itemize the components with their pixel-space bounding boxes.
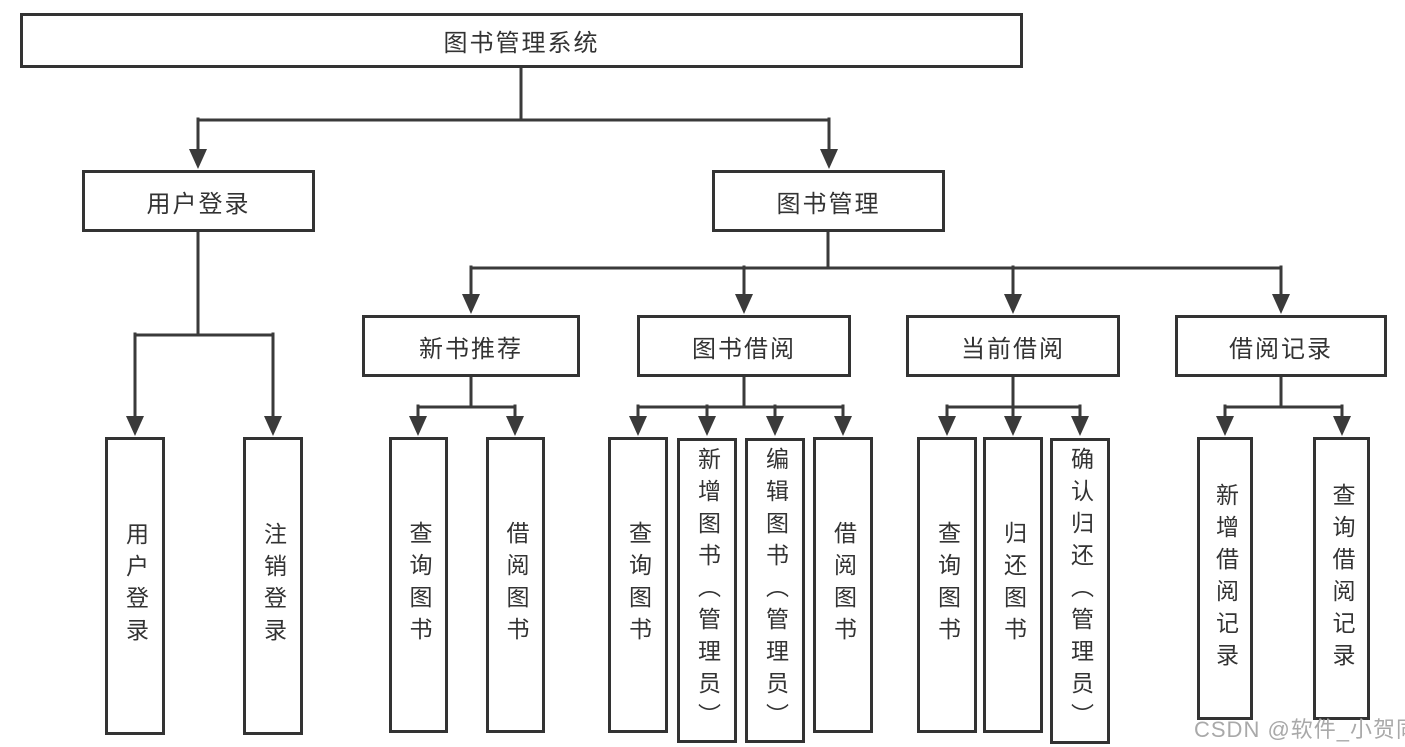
arrowhead-icon [766, 416, 784, 436]
arrowhead-icon [189, 149, 207, 169]
leaf-query-books-current: 查询图书 [917, 437, 977, 733]
arrowhead-icon [1333, 416, 1351, 436]
leaf-borrow-books-recommend: 借阅图书 [486, 437, 545, 733]
node-current-borrow: 当前借阅 [906, 315, 1120, 377]
arrowhead-icon [462, 294, 480, 314]
arrowhead-icon [629, 416, 647, 436]
arrowhead-icon [126, 416, 144, 436]
watermark: CSDN @软件_小贺同学 [1194, 717, 1405, 742]
leaf-edit-book-admin: 编辑图书（管理员） [745, 438, 805, 743]
arrowhead-icon [834, 416, 852, 436]
leaf-query-books-recommend: 查询图书 [389, 437, 448, 733]
leaf-return-book: 归还图书 [983, 437, 1043, 733]
arrowhead-icon [506, 416, 524, 436]
leaf-user-login: 用户登录 [105, 437, 165, 735]
connector-path [133, 66, 1344, 420]
node-root: 图书管理系统 [20, 13, 1023, 68]
leaf-add-book-admin: 新增图书（管理员） [677, 438, 737, 743]
leaf-logout: 注销登录 [243, 437, 303, 735]
node-borrow-records: 借阅记录 [1175, 315, 1387, 377]
arrowhead-icon [1272, 294, 1290, 314]
node-book-borrow: 图书借阅 [637, 315, 851, 377]
node-user-login: 用户登录 [82, 170, 315, 232]
arrowhead-icon [1004, 416, 1022, 436]
leaf-add-borrow-record: 新增借阅记录 [1197, 437, 1253, 720]
arrowhead-icon [1071, 416, 1089, 436]
leaf-borrow-books: 借阅图书 [813, 437, 873, 733]
leaf-query-borrow-record: 查询借阅记录 [1313, 437, 1370, 720]
node-book-management: 图书管理 [712, 170, 945, 232]
arrowhead-icon [820, 149, 838, 169]
arrowhead-icon [938, 416, 956, 436]
arrowhead-icon [735, 294, 753, 314]
leaf-query-books-borrow: 查询图书 [608, 437, 668, 733]
leaf-confirm-return-admin: 确认归还（管理员） [1050, 438, 1110, 744]
arrowhead-icon [698, 416, 716, 436]
arrowhead-icon [264, 416, 282, 436]
arrowhead-icon [409, 416, 427, 436]
arrowhead-icon [1004, 294, 1022, 314]
node-new-book-recommend: 新书推荐 [362, 315, 580, 377]
arrowhead-icon [1216, 416, 1234, 436]
